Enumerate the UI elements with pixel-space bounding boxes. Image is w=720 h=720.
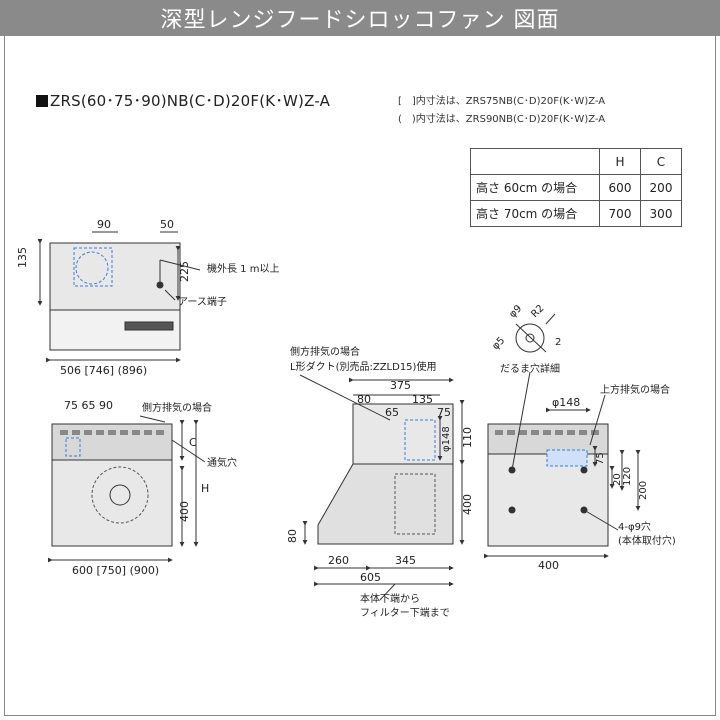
front-dims-top: 75 65 90 [64,399,113,412]
top-dim-width: 506 [746] (896) [60,364,147,377]
top-view [37,231,201,363]
top-dim-225: 225 [178,261,191,282]
spec-cell: 300 [640,200,682,227]
front-dim-400: 400 [178,501,191,522]
side-dim-110: 110 [461,427,474,448]
top-view-hood [49,309,181,351]
side-dim-400: 400 [461,494,474,515]
keyhole-dim-2: 2 [555,337,561,348]
front-side-exhaust-label: 側方排気の場合 [142,401,212,414]
side-bottom-note-1: 本体下端から [360,592,420,605]
side-view-upper [352,403,454,465]
front-c-label: C [189,436,197,449]
front-view-vents [60,430,164,435]
spec-cell: 200 [640,174,682,201]
spec-cell: 700 [599,200,641,227]
spec-cell: 高さ 60cm の場合 [470,174,600,201]
side-exhaust-label: 側方排気の場合 [290,345,360,358]
vent-label: 通気穴 [207,456,237,469]
drawing-frame [4,36,716,716]
side-dim-148: φ148 [441,426,452,452]
spec-table-row: 高さ 60cm の場合 600 200 [470,174,682,201]
spec-table-row: 高さ 70cm の場合 700 300 [470,200,682,227]
side-dim-375: 375 [390,379,411,392]
note-75: [ ]内寸法は、ZRS75NB(C･D)20F(K･W)Z-A [398,96,606,107]
side-dim-345: 345 [395,554,416,567]
holes-label: 4-φ9穴 [618,520,651,533]
holes-sub-label: (本体取付穴) [618,534,676,547]
keyhole-detail [515,313,556,353]
front-dim-width: 600 [750] (900) [72,564,159,577]
front-view [47,415,206,563]
keyhole-phi5: φ5 [490,335,507,352]
back-dim-20: 20 [612,473,623,486]
spec-header-cell [470,148,600,175]
back-view [483,371,641,559]
spec-table: H C 高さ 60cm の場合 600 200 高さ 70cm の場合 700 … [470,148,682,227]
cord-label: 機外長 1 m以上 [207,262,279,275]
back-dim-200: 200 [638,481,649,500]
side-dim-260: 260 [328,554,349,567]
side-dim-135: 135 [412,393,433,406]
front-view-fan-circle [91,466,149,524]
note-90: ( )内寸法は、ZRS90NB(C･D)20F(K･W)Z-A [398,114,606,125]
side-dim-80: 80 [357,393,371,406]
spec-cell: 高さ 70cm の場合 [470,200,600,227]
top-dim-90: 90 [97,218,111,231]
top-view-handle [124,321,174,331]
side-dim-75: 75 [437,406,451,419]
side-dim-65: 65 [385,406,399,419]
back-dim-120: 120 [622,467,633,486]
keyhole-phi9: φ9 [507,303,524,320]
back-dim-75: 75 [595,452,606,465]
back-dim-148: φ148 [552,396,580,409]
model-code: ZRS(60･75･90)NB(C･D)20F(K･W)Z-A [36,90,330,111]
side-dim-605: 605 [360,571,381,584]
spec-table-header: H C [470,148,682,175]
side-view [299,374,465,601]
back-view-vents [495,430,599,435]
ground-label: アース端子 [178,295,227,308]
duct-label: L形ダクト(別売品:ZZLD15)使用 [290,360,436,373]
front-h-label: H [201,482,209,495]
top-view-body [49,242,181,311]
top-exhaust-label: 上方排気の場合 [600,383,670,396]
top-view-duct-square [73,247,113,287]
top-dim-50: 50 [160,218,174,231]
back-dim-400: 400 [538,559,559,572]
side-dim-80b: 80 [286,529,299,543]
top-view-duct-circle [75,251,109,285]
side-bottom-note-2: フィルター下端まで [360,606,450,619]
spec-header-cell: C [640,148,682,175]
page-title: 深型レンジフードシロッコファン 図面 [0,0,720,36]
keyhole-r2: R2 [529,303,546,320]
model-bullet-icon [36,95,48,107]
side-view-hood [317,463,454,545]
keyhole-detail-label: だるま穴詳細 [500,362,560,375]
model-code-text: ZRS(60･75･90)NB(C･D)20F(K･W)Z-A [50,92,331,110]
top-dim-135: 135 [16,247,29,268]
spec-cell: 600 [599,174,641,201]
